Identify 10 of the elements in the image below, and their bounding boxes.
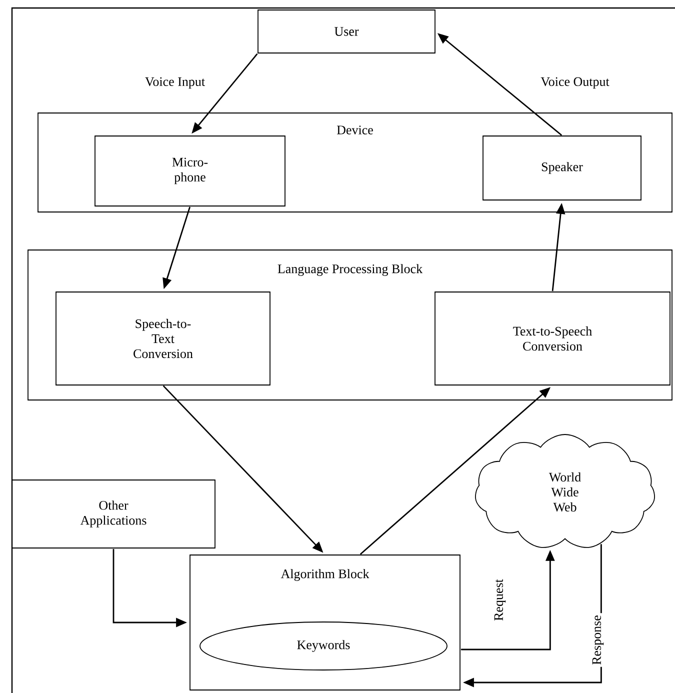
- edge-label: Voice Output: [538, 75, 612, 91]
- process-box: Speaker: [482, 136, 642, 200]
- process-box: Speech-to- Text Conversion: [56, 292, 270, 386]
- process-box: User: [258, 10, 436, 54]
- edge-label: Voice Input: [142, 75, 208, 91]
- process-box: Other Applications: [12, 480, 216, 548]
- edge-label: Request: [492, 577, 508, 623]
- edge-label: Response: [590, 613, 606, 667]
- process-box: Text-to-Speech Conversion: [434, 292, 670, 386]
- process-box: Micro- phone: [94, 136, 286, 206]
